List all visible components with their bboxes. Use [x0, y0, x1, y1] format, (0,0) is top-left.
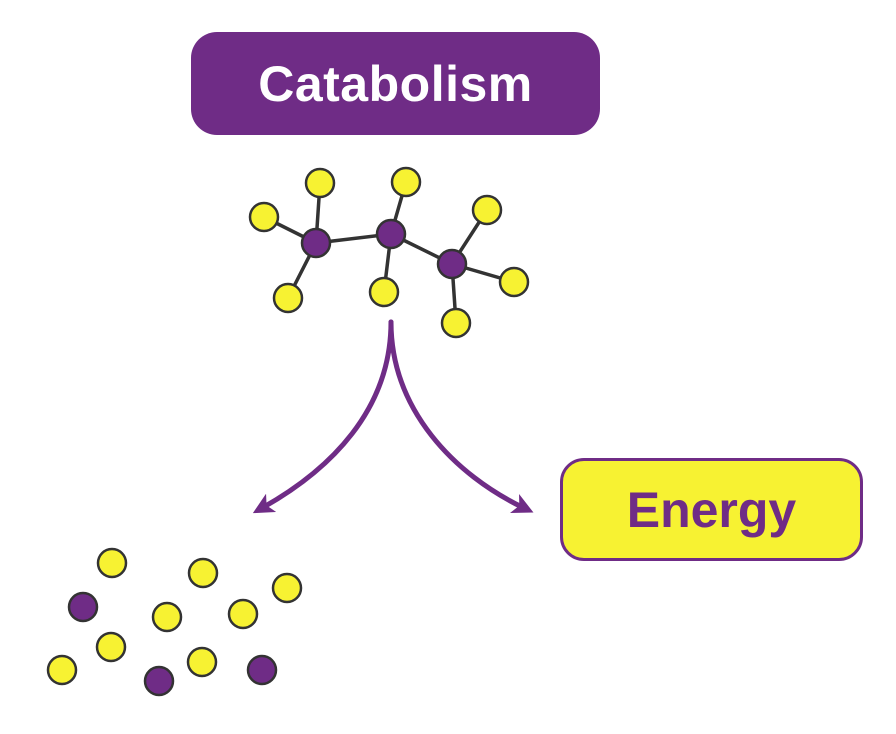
energy-label: Energy	[626, 481, 797, 538]
hydrogen-atom	[440, 307, 472, 339]
hydrogen-atom	[390, 166, 422, 198]
hydrogen-atom	[368, 276, 400, 308]
energy-box: Energy	[560, 458, 863, 561]
catabolism-title: Catabolism	[258, 55, 533, 112]
molecule-carbon-atoms	[300, 218, 468, 280]
hydrogen-atom	[272, 282, 304, 314]
scattered-purple-atom	[143, 665, 175, 697]
carbon-atom	[300, 227, 332, 259]
scattered-yellow-atom	[95, 631, 127, 663]
scattered-yellow-atom	[227, 598, 259, 630]
scattered-atoms	[46, 547, 303, 697]
carbon-atom	[375, 218, 407, 250]
hydrogen-atom	[471, 194, 503, 226]
reaction-arrows	[252, 319, 534, 514]
hydrogen-atom	[304, 167, 336, 199]
scattered-yellow-atom	[271, 572, 303, 604]
molecule-hydrogen-atoms	[248, 166, 530, 339]
scattered-purple-atom	[246, 654, 278, 686]
scattered-yellow-atom	[96, 547, 128, 579]
carbon-atom	[436, 248, 468, 280]
arrow-to-energy	[388, 319, 534, 513]
scattered-yellow-atom	[186, 646, 218, 678]
catabolism-title-box: Catabolism	[191, 32, 600, 135]
scattered-yellow-atom	[46, 654, 78, 686]
hydrogen-atom	[248, 201, 280, 233]
scattered-yellow-atom	[151, 601, 183, 633]
scattered-purple-atom	[67, 591, 99, 623]
scattered-yellow-atom	[187, 557, 219, 589]
arrow-to-small-molecules	[252, 319, 394, 514]
hydrogen-atom	[498, 266, 530, 298]
